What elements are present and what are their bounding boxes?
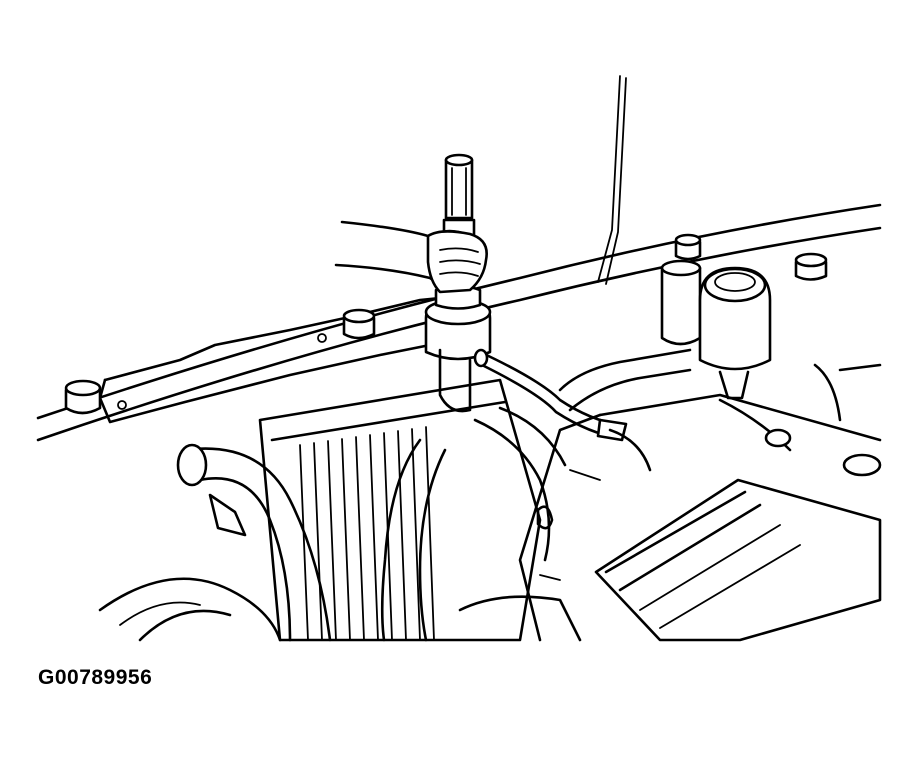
- hand: [334, 220, 488, 294]
- support-caps: [64, 233, 828, 415]
- radiator-support-bracket: [98, 293, 472, 424]
- lower-radiator-hose: [176, 443, 332, 642]
- radiator-fin: [355, 436, 365, 641]
- radiator-fin: [327, 440, 337, 641]
- coolant-reservoir: [660, 259, 772, 400]
- radiator-fin: [369, 434, 379, 641]
- radiator-fin: [425, 426, 435, 641]
- engine-valve-cover: [518, 363, 882, 642]
- radiator-fin: [411, 428, 421, 641]
- radiator-fin: [341, 438, 351, 641]
- figure-id-label: G00789956: [38, 666, 153, 689]
- radiator-fin: [397, 430, 407, 641]
- radiator-fin: [299, 444, 309, 641]
- tester-hose: [473, 348, 628, 442]
- upper-hoses: [380, 348, 692, 642]
- radiator-fin: [313, 442, 323, 641]
- dipstick: [597, 75, 627, 285]
- fan-shroud: [98, 577, 282, 642]
- radiator-fins: [299, 426, 435, 641]
- hood-edge: [36, 203, 882, 442]
- radiator: [258, 378, 542, 642]
- engine-bay-illustration: [36, 75, 882, 642]
- engine-block: [458, 428, 652, 642]
